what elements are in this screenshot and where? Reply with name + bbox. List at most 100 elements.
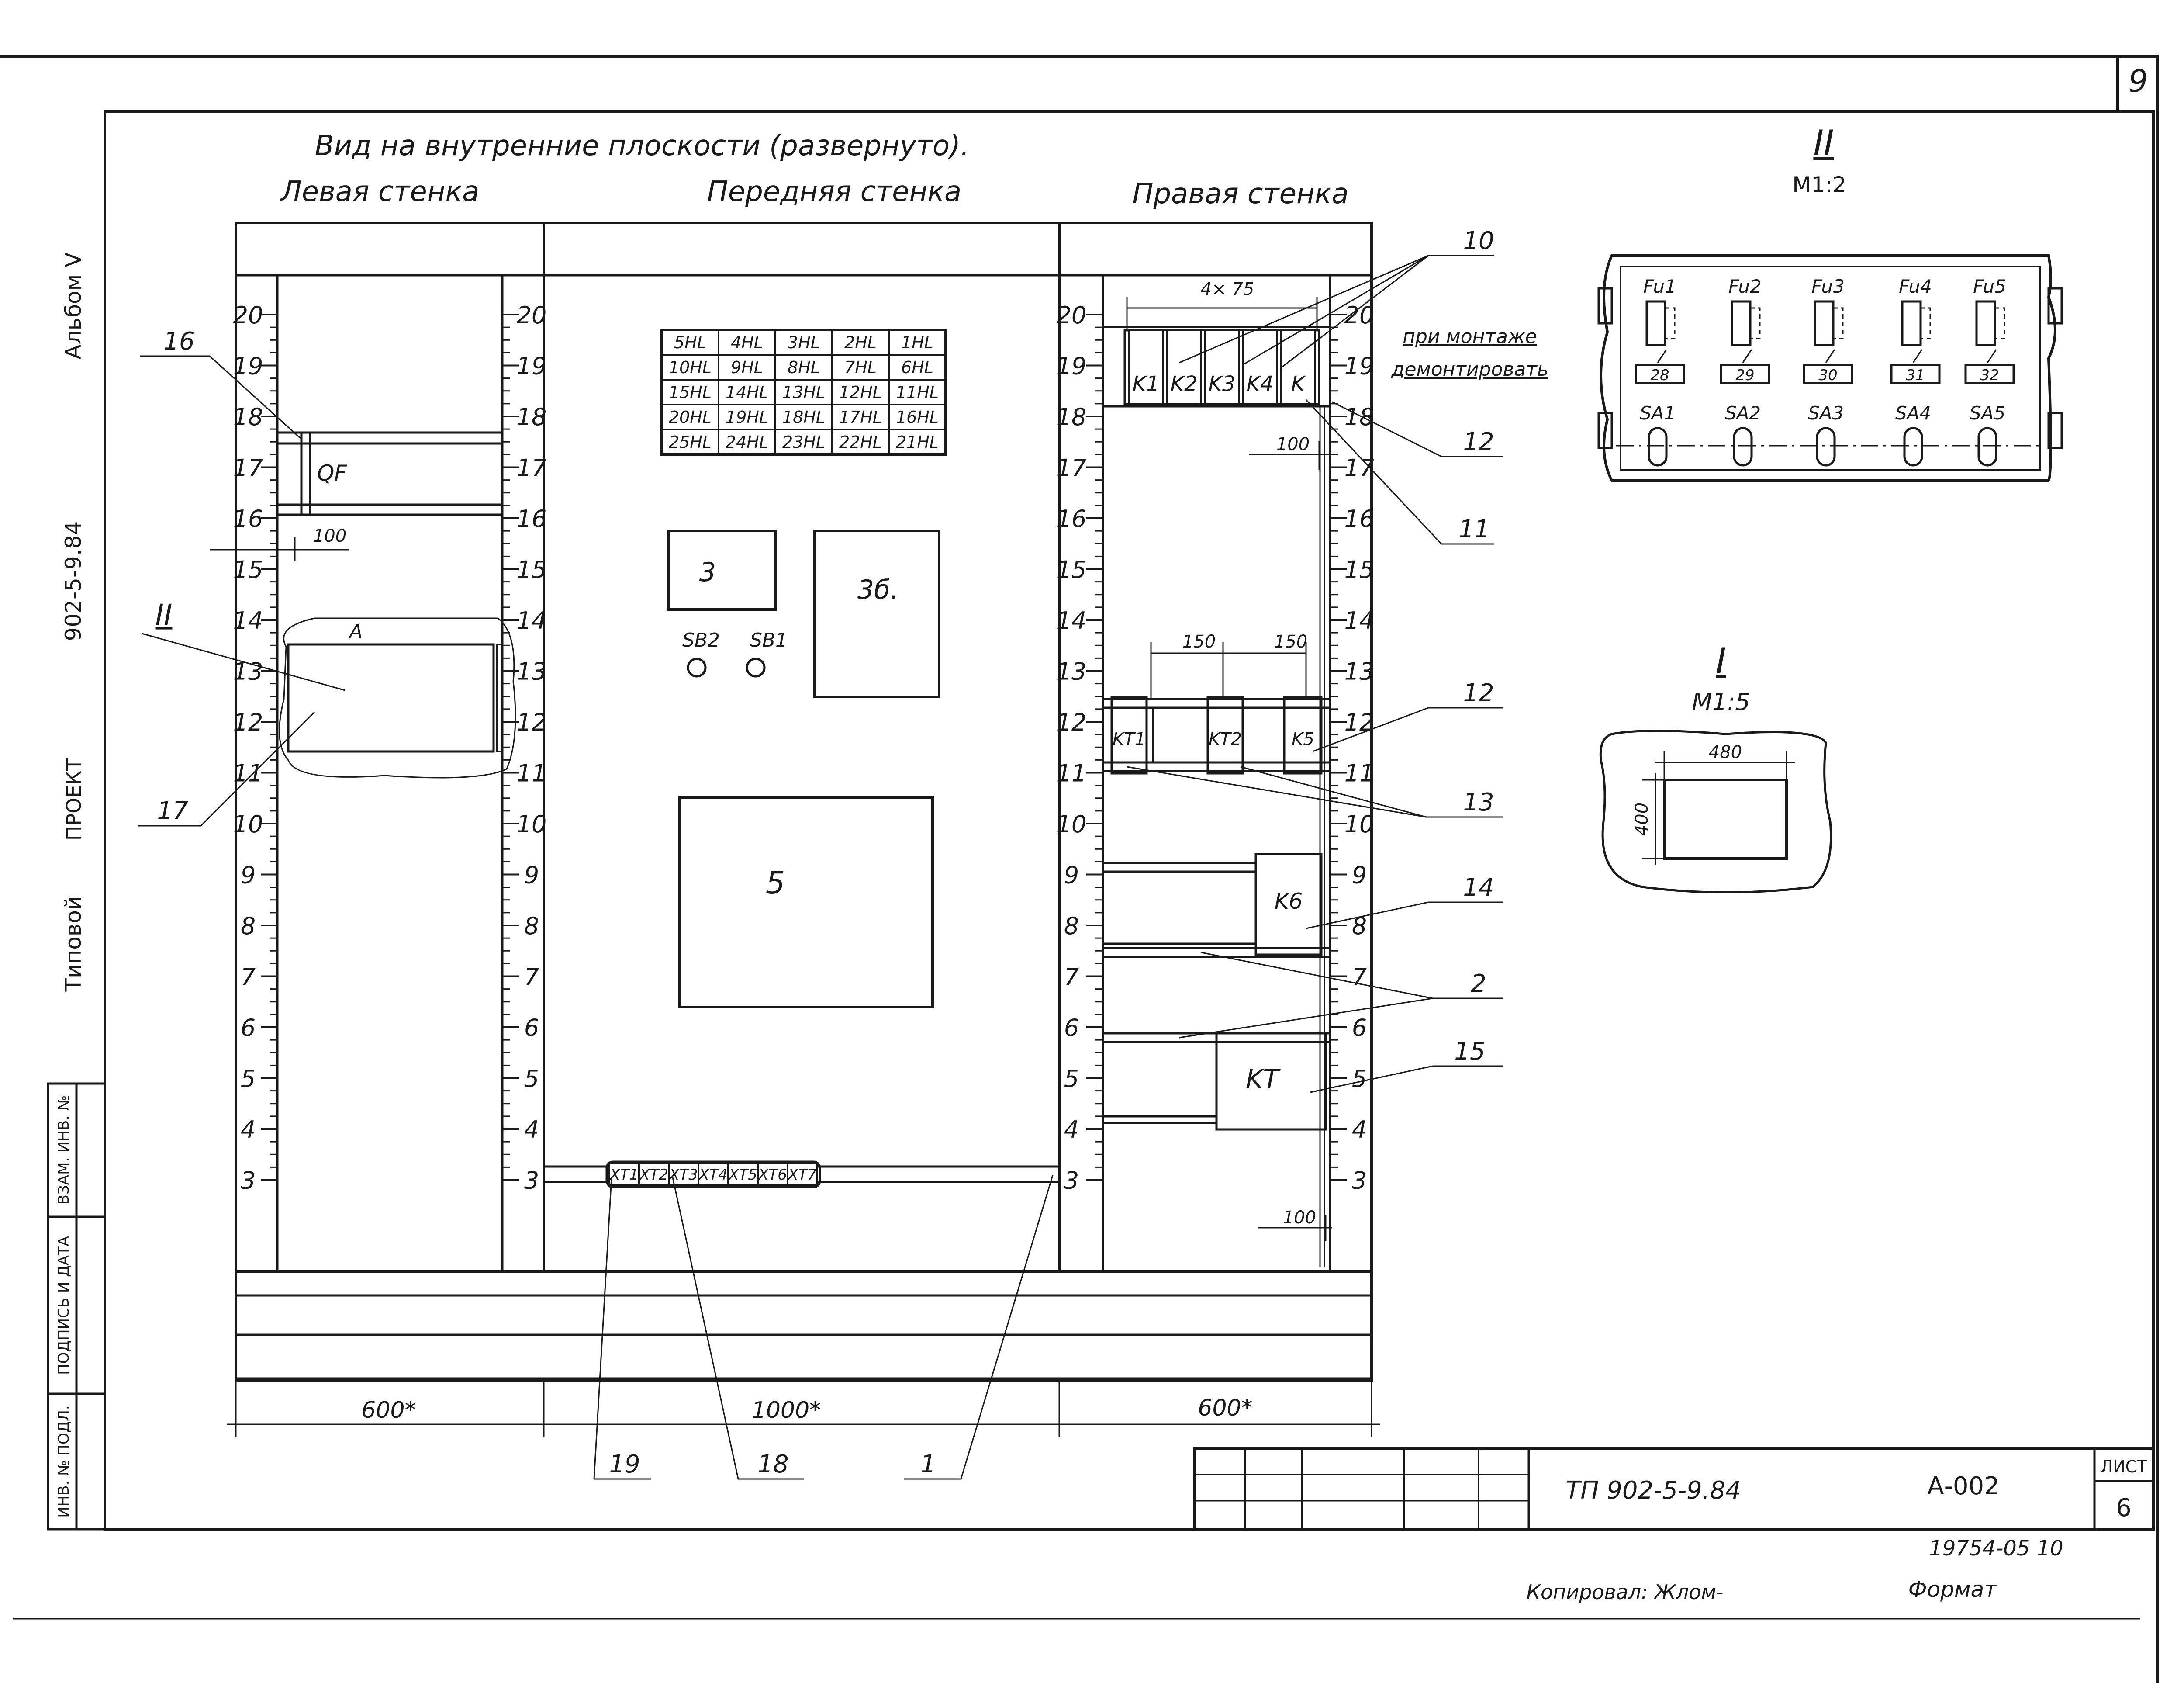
rail-number-0-14: 14 — [233, 607, 263, 634]
switch-icon — [1977, 427, 1997, 467]
box-5-label: 5 — [766, 865, 785, 901]
fuse-leader — [1657, 349, 1667, 363]
left-wall-label: Левая стенка — [280, 176, 480, 208]
marker-number-32: 32 — [1980, 367, 1999, 384]
lamp-label-2HL: 2HL — [844, 333, 877, 352]
rail-number-0-5: 5 — [241, 1065, 256, 1093]
rail-number-2-19: 19 — [1057, 353, 1087, 380]
switch-icon — [1733, 427, 1753, 467]
dim-left-600: 600* — [361, 1397, 416, 1423]
title-block: ТП 902-5-9.84 А-002 ЛИСТ 6 — [1193, 1447, 2155, 1531]
rail-number-2-10: 10 — [1057, 810, 1087, 838]
fuse-holder — [1901, 300, 1922, 346]
fuse-label-4: Fu4 — [1899, 276, 1932, 297]
box-3-label: 3 — [699, 557, 716, 588]
footer-inv: 19754-05 10 — [1929, 1536, 2063, 1561]
callout-17: 17 — [157, 797, 188, 825]
lamp-label-15HL: 15HL — [669, 383, 712, 402]
kt-label: KT — [1246, 1064, 1281, 1094]
marker-plate — [1635, 364, 1685, 384]
marker-plate — [1890, 364, 1941, 384]
fuse-outline — [1995, 307, 2005, 339]
fuse-outline — [1750, 307, 1761, 339]
lamp-label-9HL: 9HL — [731, 358, 763, 377]
rail-ticks: 2019181716151413121110987654320191817161… — [233, 301, 1375, 1195]
stamp-box-original: ИНВ. № ПОДЛ. — [55, 1405, 73, 1517]
relay-cell — [1166, 329, 1202, 405]
rail-number-0-4: 4 — [241, 1116, 256, 1143]
rail-number-0-3: 3 — [241, 1167, 256, 1195]
rail-number-3-13: 13 — [1344, 658, 1375, 686]
lamp-cell — [888, 429, 947, 455]
relay-cell — [1128, 329, 1164, 405]
right-dim-100-top: 100 — [1276, 434, 1310, 454]
kt1-label: KT1 — [1113, 729, 1146, 749]
marker-number-31: 31 — [1906, 367, 1925, 384]
k5-label: K5 — [1292, 729, 1314, 749]
fuse-leader — [1742, 349, 1752, 363]
rail-number-0-11: 11 — [233, 760, 263, 787]
lamp-label-24HL: 24HL — [726, 433, 768, 452]
lamp-label-23HL: 23HL — [782, 433, 825, 452]
tb-doc: А-002 — [1927, 1472, 1999, 1500]
rail-number-0-18: 18 — [233, 403, 263, 431]
fuse-leader — [1912, 349, 1923, 363]
fuse-label-5: Fu5 — [1973, 276, 2006, 297]
terminal-label-XT2: XT2 — [639, 1166, 668, 1184]
callout-15: 15 — [1454, 1037, 1485, 1066]
terminal-cell — [698, 1163, 729, 1186]
view-ii-scale: М1:2 — [1792, 172, 1846, 197]
kt2-label: KT2 — [1209, 729, 1242, 749]
marker-number-29: 29 — [1735, 367, 1754, 384]
lamp-label-17HL: 17HL — [839, 408, 882, 427]
tb-code: ТП 902-5-9.84 — [1565, 1476, 1741, 1505]
lamp-label-6HL: 6HL — [901, 358, 933, 377]
terminal-label-XT4: XT4 — [698, 1166, 728, 1184]
rail-number-1-9: 9 — [524, 862, 539, 889]
front-wall-label: Передняя стенка — [707, 176, 962, 208]
lamp-label-13HL: 13HL — [782, 383, 825, 402]
rail-number-1-18: 18 — [517, 403, 547, 431]
side-stamp: Альбом V 902-5-9.84 ПРОЕКТ Типовой ВЗАМ.… — [47, 253, 106, 1531]
callout-labels: 10 12 11 12 13 14 2 15 16 17 19 18 1 — [157, 227, 1494, 1479]
footer-format: Формат — [1908, 1577, 1998, 1602]
rail-number-2-11: 11 — [1057, 760, 1087, 787]
rail-number-0-8: 8 — [241, 912, 256, 940]
terminal-label-XT6: XT6 — [757, 1166, 787, 1184]
terminal-label-XT1: XT1 — [609, 1166, 639, 1184]
relay-label-K1: K1 — [1132, 372, 1159, 396]
tb-sheet-no: 6 — [2116, 1494, 2132, 1522]
sb1-label: SB1 — [750, 629, 788, 651]
terminal-cell — [727, 1163, 759, 1186]
lamp-label-21HL: 21HL — [896, 433, 939, 452]
terminal-strip-frame — [605, 1160, 821, 1188]
rail-number-3-19: 19 — [1344, 353, 1375, 380]
lamp-label-1HL: 1HL — [901, 333, 933, 352]
fuse-holder — [1975, 300, 1996, 346]
rail-number-1-12: 12 — [517, 709, 547, 736]
rail-number-3-20: 20 — [1344, 301, 1375, 329]
rail-number-2-18: 18 — [1057, 403, 1087, 431]
rail-number-2-20: 20 — [1057, 301, 1087, 329]
fuse-outline — [1665, 307, 1676, 339]
lamp-label-4HL: 4HL — [731, 333, 763, 352]
fuse-leader — [1987, 349, 1997, 363]
marker-plate — [1803, 364, 1853, 384]
sb1-button — [746, 658, 766, 678]
view-i-height: 400 — [1632, 803, 1652, 836]
rail-number-1-3: 3 — [524, 1167, 539, 1195]
rail-number-0-13: 13 — [233, 658, 263, 686]
rail-number-1-16: 16 — [517, 505, 547, 533]
lamp-label-10HL: 10HL — [669, 358, 712, 377]
dim-right-600: 600* — [1198, 1395, 1252, 1421]
project-word: ПРОЕКТ — [62, 758, 86, 841]
terminal-label-XT5: XT5 — [728, 1166, 757, 1184]
rail-number-1-20: 20 — [517, 301, 547, 329]
switch-label-4: SA4 — [1895, 402, 1931, 424]
switch-icon — [1648, 427, 1668, 467]
terminal-label-XT7: XT7 — [787, 1166, 817, 1184]
rail-number-1-6: 6 — [524, 1014, 539, 1042]
